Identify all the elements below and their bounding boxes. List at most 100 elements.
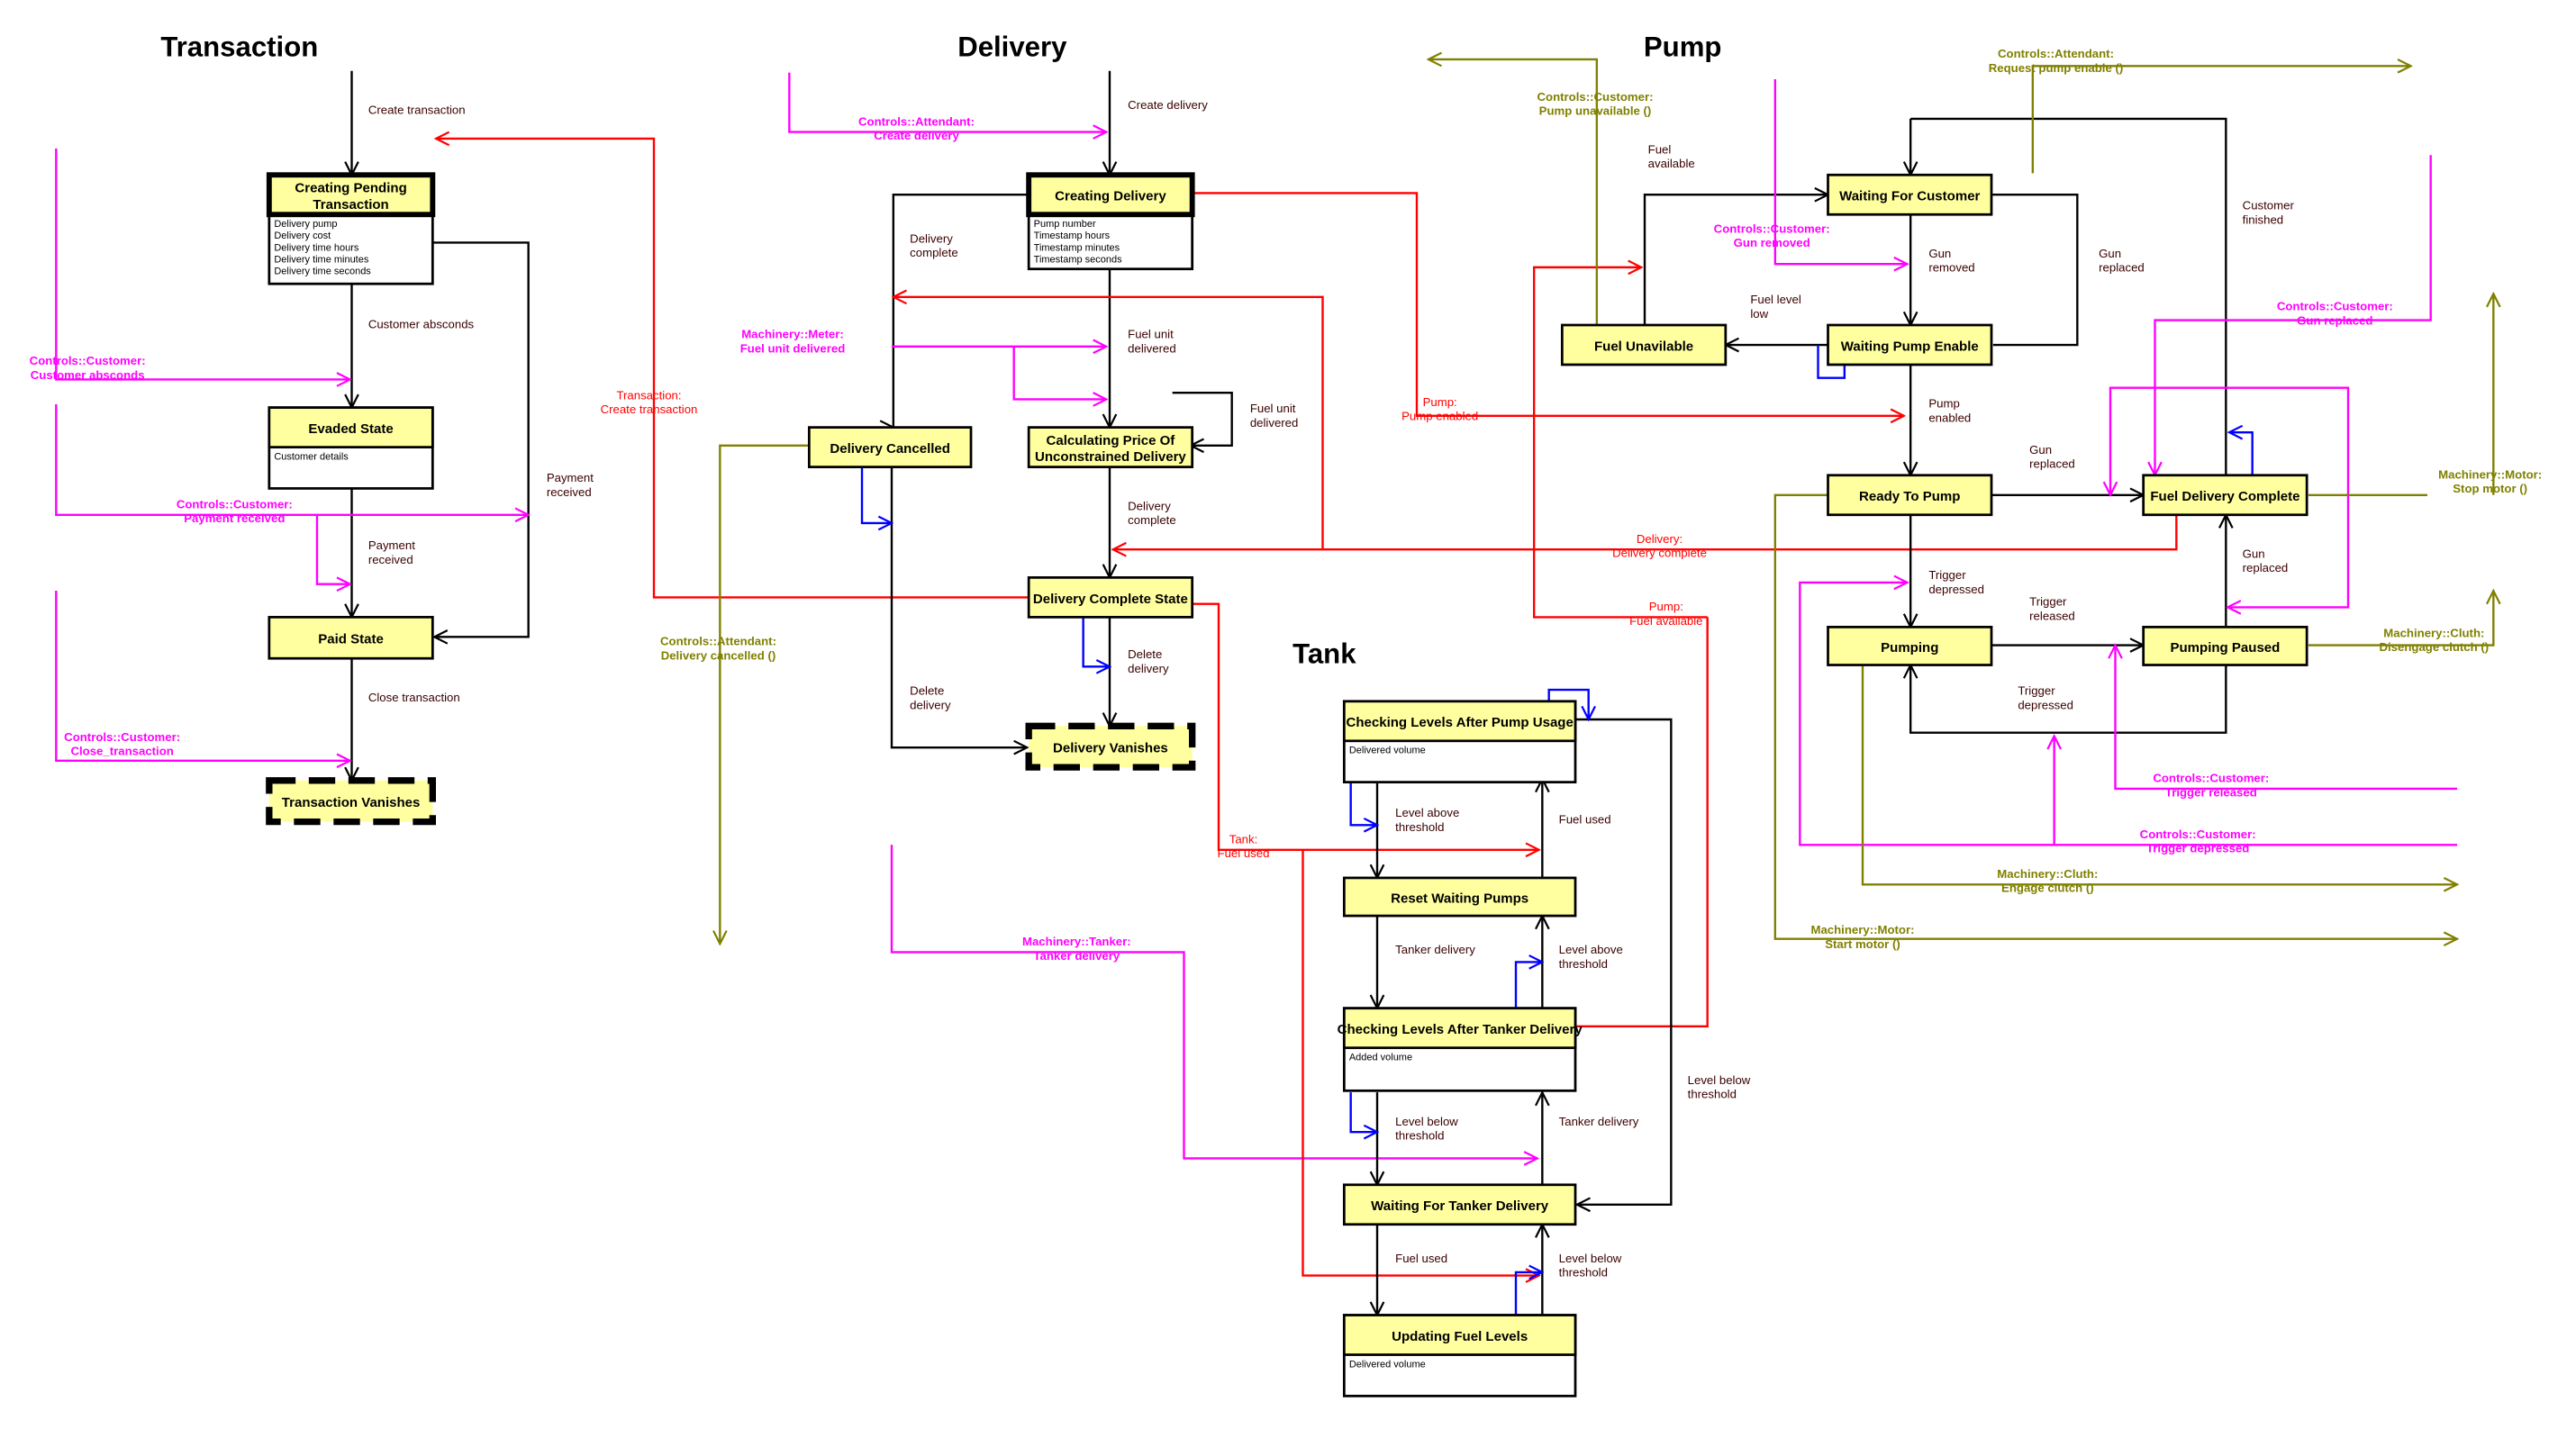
label-line: Controls::Attendant: [660,635,776,648]
label-line: Trigger [1928,568,1966,582]
state-pumping: Pumping [1827,625,1993,666]
label-customer-absconds: Customer absconds [368,318,475,331]
label-line: Machinery::Motor: [2438,467,2542,481]
label-line: threshold [1688,1088,1737,1101]
label-cc-payment-received: Controls::Customer:Payment received [177,497,293,525]
label-line: Trigger released [2165,785,2257,799]
label-mc-disengage: Machinery::Cluth:Disengage clutch () [2380,626,2490,654]
label-line: threshold [1559,1266,1608,1280]
state-box [1025,722,1196,771]
label-line: Engage clutch () [2001,882,2094,895]
state-header-box [1342,1007,1577,1050]
state-box [268,616,434,660]
label-fuel-used-a: Fuel used [1559,812,1611,826]
label-line: Controls::Customer: [2277,300,2393,313]
state-attribute: Customer details [274,451,349,462]
label-line: Tanker delivery [1395,943,1475,956]
label-line: Machinery::Tanker: [1022,935,1131,948]
state-box [1827,474,1993,517]
label-line: Controls::Customer: [1537,90,1654,104]
label-line: Fuel available [1629,614,1702,628]
label-line: replaced [2029,457,2075,471]
label-line: Close_transaction [70,745,173,758]
label-line: Customer absconds [368,318,475,331]
state-checking-after-tanker: Checking Levels After Tanker DeliveryAdd… [1338,1007,1583,1092]
label-line: Controls::Customer: [1714,222,1830,235]
label-line: Delivery [910,231,953,245]
state-box [1342,1183,1577,1226]
state-transaction-vanishes: Transaction Vanishes [266,777,436,826]
label-line: delivered [1128,341,1176,355]
label-line: available [1648,157,1695,170]
label-line: Fuel level [1750,293,1801,306]
state-waiting-tanker-delivery: Waiting For Tanker Delivery [1342,1183,1577,1226]
label-mm-stop-motor: Machinery::Motor:Stop motor () [2438,467,2542,495]
label-line: Fuel used [1559,812,1611,826]
label-line: Gun removed [1734,236,1810,249]
label-ca-request-pump: Controls::Attendant:Request pump enable … [1989,47,2124,75]
label-line: Payment [547,471,594,484]
label-line: Controls::Customer: [64,730,180,744]
state-name: Pumping [1881,640,1938,656]
label-line: delivered [1250,416,1299,430]
state-box [807,426,973,468]
label-cc-gun-removed: Controls::Customer:Gun removed [1714,222,1830,249]
label-line: Level above [1395,806,1459,819]
state-paid-state: Paid State [268,616,434,660]
state-name: Creating Pending [295,180,406,195]
label-line: Transaction: [616,388,681,402]
label-line: delivery [910,698,951,711]
label-line: Customer absconds [31,368,145,382]
label-line: Create transaction [601,402,698,416]
label-tanker-delivery-b: Tanker delivery [1559,1115,1639,1128]
state-box [1827,323,1993,366]
tank-title: Tank [1293,638,1356,670]
label-line: Gun [2099,247,2121,260]
label-line: Tanker delivery [1559,1115,1639,1128]
label-line: Fuel unit [1250,402,1296,415]
label-line: Fuel [1648,142,1672,156]
label-line: Trigger [2029,595,2067,609]
label-pump-enabled-r: Pump:Pump enabled [1401,395,1478,423]
state-name: Checking Levels After Tanker Delivery [1338,1022,1583,1037]
state-box [2142,474,2308,517]
label-line: Pump [1928,397,1959,411]
label-line: Machinery::Motor: [1810,923,1914,936]
label-line: Controls::Attendant: [1998,47,2114,60]
label-create-transaction: Create transaction [368,103,466,116]
state-header-box [1342,700,1577,743]
label-line: Payment received [184,511,285,525]
state-box [1560,323,1728,366]
label-line: complete [1128,513,1176,527]
label-line: Fuel used [1395,1252,1447,1265]
label-fuel-used-b: Fuel used [1395,1252,1447,1265]
state-name: Transaction [313,197,388,213]
label-line: Machinery::Cluth: [2383,626,2484,639]
label-line: Delete [910,684,944,698]
label-line: received [368,553,413,566]
state-pumping-paused: Pumping Paused [2142,625,2308,666]
label-line: Fuel used [1218,846,1270,860]
label-line: Delivery cancelled () [661,648,776,662]
state-attribute: Added volume [1349,1052,1412,1063]
state-attribute: Delivered volume [1349,746,1426,756]
delivery-title: Delivery [957,31,1067,62]
label-line: replaced [2243,561,2289,574]
state-name: Ready To Pump [1859,489,1960,504]
label-mm-fuel-unit: Machinery::Meter:Fuel unit delivered [740,328,846,356]
state-delivery-cancelled: Delivery Cancelled [807,426,973,468]
